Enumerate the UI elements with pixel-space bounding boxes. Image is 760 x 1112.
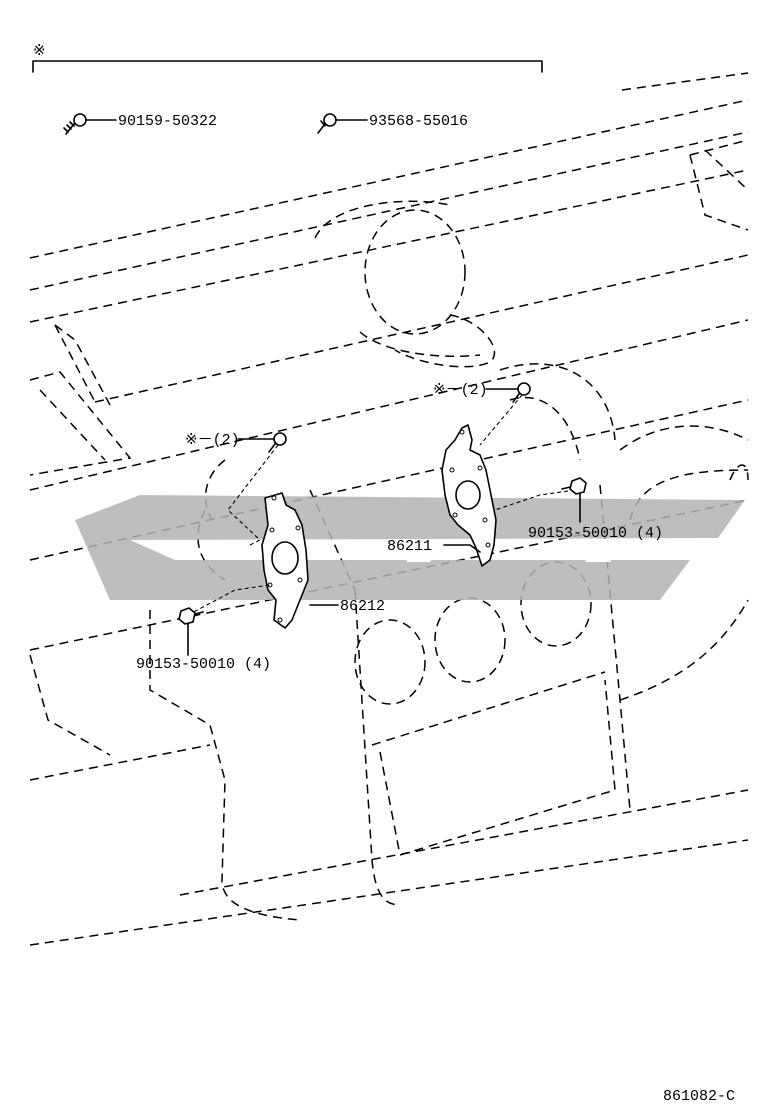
watermark-logo [75,495,745,600]
bracket-86211 [441,424,497,567]
callout-right-bolts: ※－(2) [433,382,488,399]
part-label-93568-55016: 93568-55016 [369,113,468,130]
bolt-right-icon [512,382,531,403]
screw-left-icon [178,607,204,625]
diagram-id: 861082-C [663,1088,735,1105]
bracket-86212 [261,492,309,629]
bolt-90159-icon [63,113,117,135]
part-label-86211: 86211 [387,538,432,555]
bolt-left-icon [268,432,287,453]
header-symbol: ※ [33,43,46,60]
part-label-86212: 86212 [340,598,385,615]
installation-guides [187,394,576,616]
part-label-screws-right: 90153-50010 (4) [528,525,663,542]
instrument-panel-outline [29,72,749,946]
part-label-screws-left: 90153-50010 (4) [136,656,271,673]
bolt-93568-icon [317,113,368,134]
header-bracket: ※ [32,43,543,73]
callout-left-bolts: ※－(2) [185,432,240,449]
part-label-90159-50322: 90159-50322 [118,113,217,130]
leader-lines [187,388,581,656]
screw-right-icon [561,477,587,495]
